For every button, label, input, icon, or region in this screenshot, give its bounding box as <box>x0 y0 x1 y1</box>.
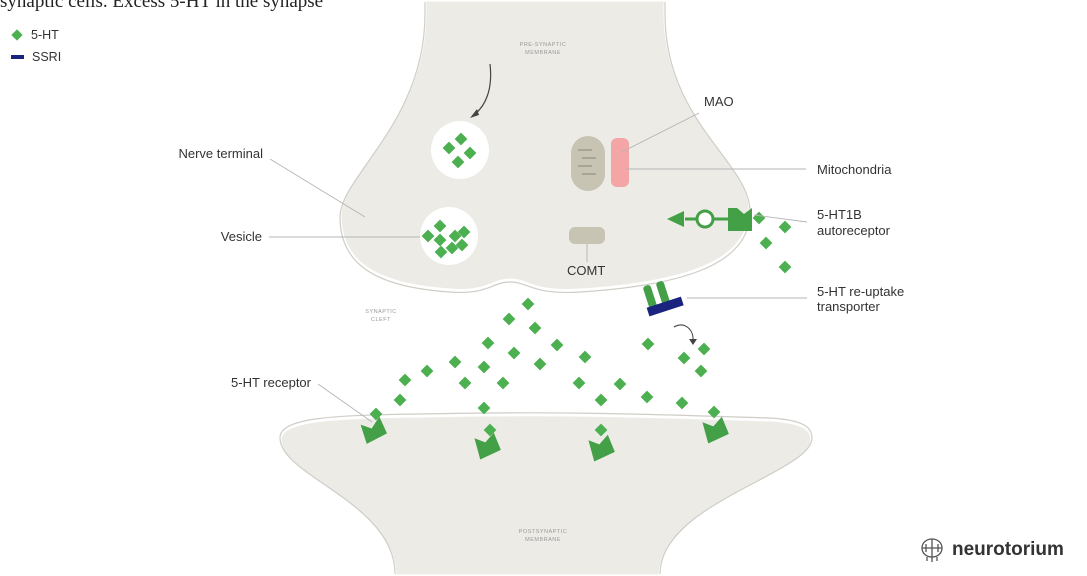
serotonin-molecule <box>695 365 708 378</box>
presynaptic-label-1: PRE-SYNAPTIC <box>520 42 567 48</box>
label-autoreceptor-2: autoreceptor <box>817 223 891 238</box>
serotonin-molecule <box>482 337 495 350</box>
serotonin-molecule <box>522 298 535 311</box>
serotonin-molecule <box>678 352 691 365</box>
serotonin-molecule <box>421 365 434 378</box>
serotonin-molecule <box>595 394 608 407</box>
label-autoreceptor-1: 5-HT1B <box>817 207 862 222</box>
reuptake-arrow-icon <box>674 325 693 341</box>
mitochondria-organelle <box>571 136 605 191</box>
serotonin-molecule <box>579 351 592 364</box>
cleft-label-2: CLEFT <box>371 317 391 323</box>
label-mitochondria: Mitochondria <box>817 162 892 177</box>
serotonin-molecule <box>449 356 462 369</box>
serotonin-molecule <box>641 391 654 404</box>
label-5ht-receptor: 5-HT receptor <box>231 375 312 390</box>
serotonin-molecule <box>760 237 773 250</box>
serotonin-molecule <box>459 377 472 390</box>
serotonin-molecule <box>698 343 711 356</box>
postsynaptic-terminal <box>280 415 812 576</box>
serotonin-molecule <box>573 377 586 390</box>
label-mao: MAO <box>704 94 734 109</box>
serotonin-molecule <box>529 322 542 335</box>
label-transporter-1: 5-HT re-uptake <box>817 284 904 299</box>
serotonin-molecule <box>399 374 412 387</box>
vesicle-upper <box>431 121 489 179</box>
label-transporter-2: transporter <box>817 299 881 314</box>
serotonin-molecule <box>779 221 792 234</box>
postsynaptic-label-2: MEMBRANE <box>525 537 561 543</box>
postsynaptic-label-1: POSTSYNAPTIC <box>519 529 567 535</box>
brain-icon <box>918 536 946 564</box>
serotonin-molecule <box>394 394 407 407</box>
neurotorium-logo: neurotorium <box>918 536 1064 564</box>
label-nerve-terminal: Nerve terminal <box>178 146 263 161</box>
serotonin-molecule <box>551 339 564 352</box>
serotonin-molecule <box>497 377 510 390</box>
serotonin-molecule <box>614 378 627 391</box>
logo-text: neurotorium <box>952 539 1064 561</box>
serotonin-molecule <box>753 212 766 225</box>
serotonin-molecule <box>779 261 792 274</box>
cleft-label-1: SYNAPTIC <box>365 309 397 315</box>
serotonin-molecule <box>478 361 491 374</box>
label-vesicle: Vesicle <box>221 229 262 244</box>
autoreceptor <box>728 208 752 231</box>
serotonin-molecule <box>534 358 547 371</box>
presynaptic-label-2: MEMBRANE <box>525 50 561 56</box>
serotonin-molecule <box>503 313 516 326</box>
serotonin-molecule <box>642 338 655 351</box>
serotonin-molecule <box>508 347 521 360</box>
mao-organelle <box>611 138 629 187</box>
comt-enzyme <box>569 227 605 244</box>
label-comt: COMT <box>567 263 605 278</box>
serotonin-molecule <box>676 397 689 410</box>
